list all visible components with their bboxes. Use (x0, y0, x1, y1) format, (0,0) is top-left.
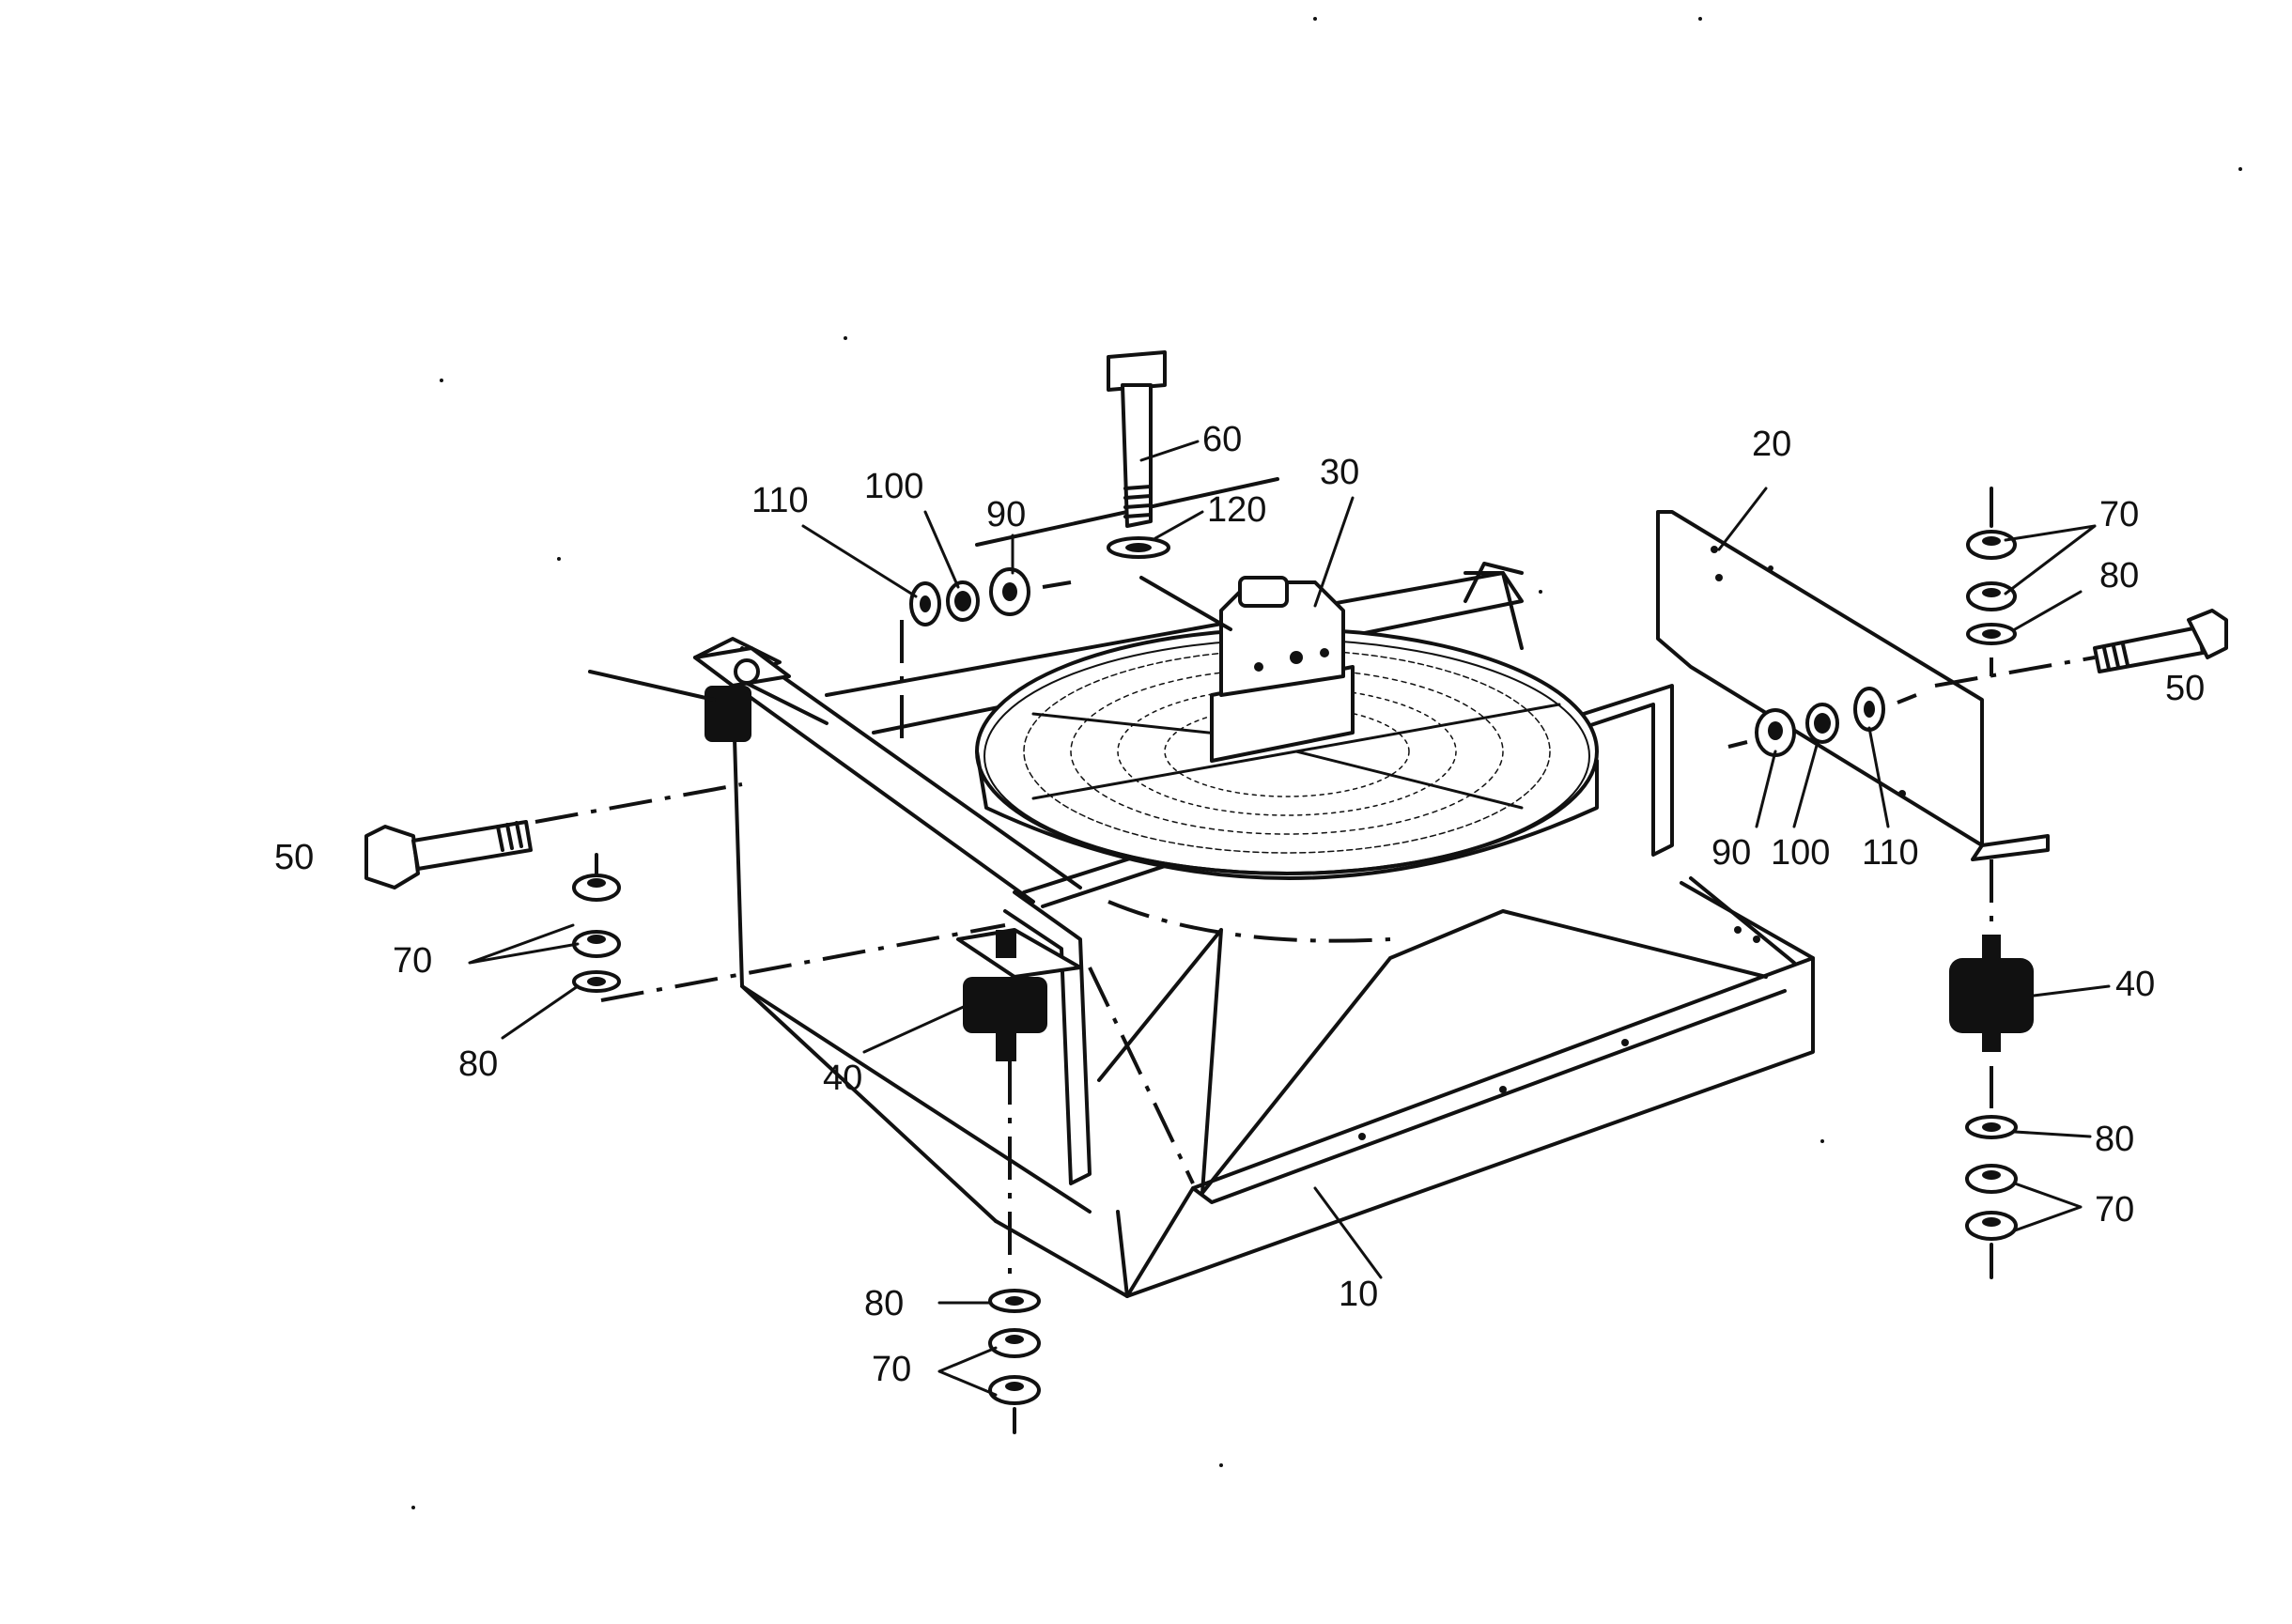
callout-30: 30 (1320, 453, 1359, 492)
callout-70-right-bottom: 70 (2095, 1190, 2134, 1230)
motor-housing (1210, 576, 1355, 763)
callout-100-left: 100 (864, 467, 923, 506)
callout-labels: 110 100 90 60 120 30 20 70 80 50 90 100 … (274, 420, 2205, 1389)
bolt-right (2093, 609, 2228, 673)
callout-90-right: 90 (1711, 833, 1751, 873)
callout-50-left: 50 (274, 838, 314, 877)
callout-60: 60 (1202, 420, 1242, 459)
leader-lines (468, 440, 2111, 1397)
callout-90-left: 90 (986, 495, 1026, 534)
right-bracket-plate (1656, 510, 2096, 861)
callout-70-left: 70 (393, 941, 432, 981)
hardware-right-top-stack (1966, 487, 2017, 676)
callout-120: 120 (1207, 490, 1266, 530)
callout-80-left: 80 (458, 1044, 498, 1084)
callout-80-right-top: 80 (2099, 556, 2139, 595)
callout-80-bottom: 80 (864, 1284, 904, 1323)
scan-specks (411, 17, 2242, 1509)
callout-50-right: 50 (2165, 669, 2205, 708)
callout-70-bottom: 70 (872, 1350, 911, 1389)
base-frame (693, 477, 1815, 1298)
callout-10: 10 (1339, 1275, 1378, 1314)
callout-110-left: 110 (751, 481, 809, 520)
callout-110-right: 110 (1862, 833, 1919, 873)
bolt-left (364, 782, 743, 889)
callout-40-right: 40 (2115, 965, 2155, 1004)
hardware-left-top (900, 567, 1072, 742)
callout-100-right: 100 (1771, 833, 1830, 873)
hardware-left-stack (572, 853, 1006, 1002)
left-rear-mount (588, 646, 791, 742)
right-mount-and-stack (1949, 859, 2034, 1279)
callout-20: 20 (1752, 425, 1791, 464)
callout-40-left: 40 (823, 1059, 862, 1098)
bolt-top (1107, 350, 1232, 631)
hardware-bottom-stack (988, 1061, 1041, 1434)
callout-70-right-top: 70 (2099, 495, 2139, 534)
front-left-mount (956, 928, 1082, 1061)
callout-80-right-bottom: 80 (2095, 1120, 2134, 1159)
